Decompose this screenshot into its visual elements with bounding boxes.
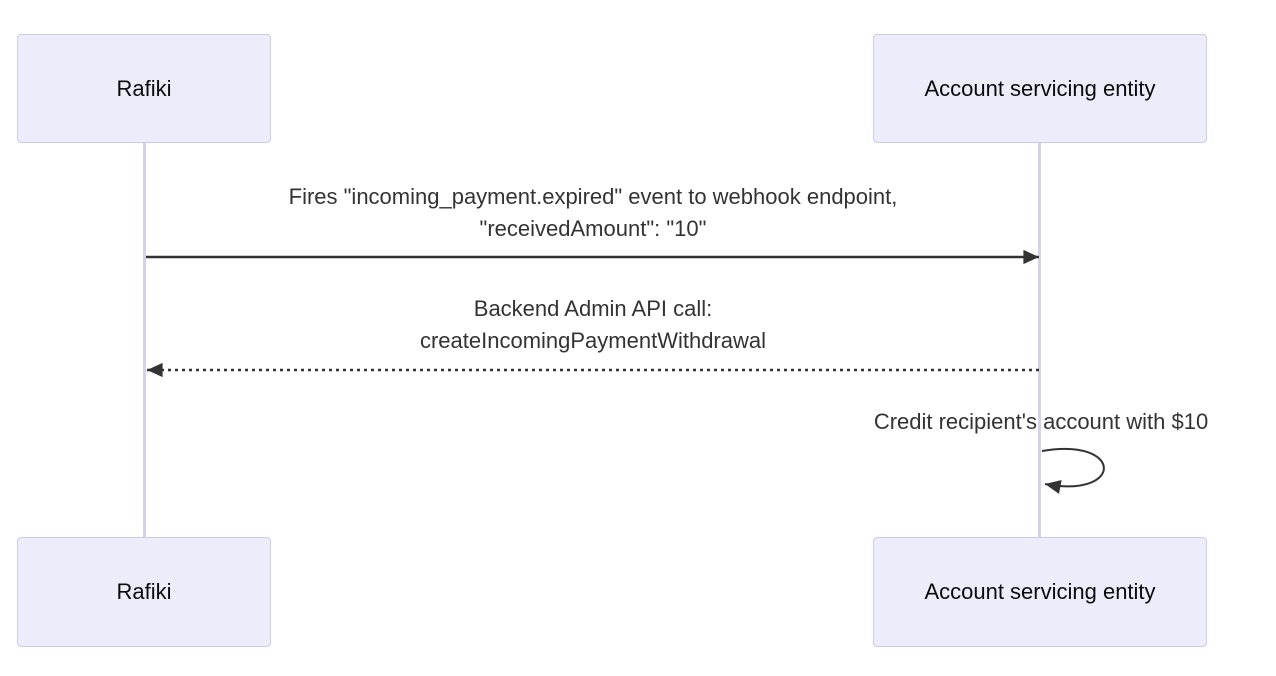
actor-label: Rafiki bbox=[116, 579, 172, 604]
message-line: Fires "incoming_payment.expired" event t… bbox=[288, 184, 898, 209]
lifeline-rafiki bbox=[143, 143, 146, 538]
actor-box-rafiki-bottom: Rafiki bbox=[17, 537, 271, 647]
message-label-webhook-event: Fires "incoming_payment.expired" event t… bbox=[146, 181, 1040, 245]
actor-label: Account servicing entity bbox=[924, 75, 1156, 101]
self-loop-arrow-icon bbox=[1041, 448, 1105, 494]
actor-label: Rafiki bbox=[116, 75, 172, 101]
actor-label: Account servicing entity bbox=[924, 579, 1156, 604]
message-line: createIncomingPaymentWithdrawal bbox=[419, 328, 767, 353]
lifeline-account-servicing-entity bbox=[1038, 143, 1041, 538]
actor-box-account-servicing-entity-bottom: Account servicing entity bbox=[873, 537, 1207, 647]
message-label-credit-account: Credit recipient's account with $10 bbox=[821, 406, 1261, 438]
actor-box-account-servicing-entity-top: Account servicing entity bbox=[873, 34, 1207, 143]
message-line: Credit recipient's account with $10 bbox=[873, 409, 1209, 434]
actor-box-rafiki-top: Rafiki bbox=[17, 34, 271, 143]
message-line: Backend Admin API call: bbox=[473, 296, 713, 321]
message-line: "receivedAmount": "10" bbox=[479, 216, 707, 241]
message-label-admin-api-call: Backend Admin API call: createIncomingPa… bbox=[146, 293, 1040, 357]
